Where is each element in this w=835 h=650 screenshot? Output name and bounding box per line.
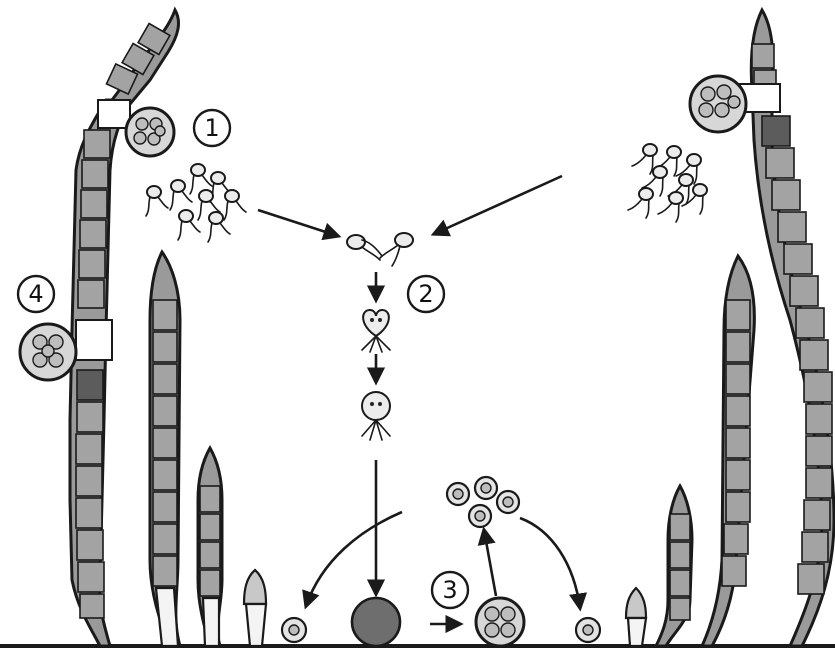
fusing-zygote	[362, 310, 390, 352]
germinating-zygote	[476, 598, 524, 646]
svg-text:2: 2	[418, 280, 433, 308]
planozygote	[362, 392, 390, 440]
settled-spore-left	[282, 618, 306, 642]
left-zoospore-cluster	[146, 164, 246, 242]
step-label-1: 1	[194, 110, 230, 146]
right-zoospore-cluster	[628, 144, 707, 222]
step-label-2: 2	[408, 276, 444, 312]
svg-text:4: 4	[28, 280, 43, 308]
left-upper-sporangium	[126, 108, 174, 156]
svg-text:3: 3	[442, 576, 457, 604]
right-short-filament	[656, 486, 692, 646]
right-medium-filament	[702, 256, 754, 646]
svg-text:1: 1	[204, 114, 219, 142]
released-spores	[447, 477, 519, 527]
right-germling	[626, 588, 646, 646]
right-tall-filament	[690, 10, 834, 646]
step-label-4: 4	[18, 276, 54, 312]
left-short-filament	[198, 448, 222, 646]
left-medium-filament	[150, 252, 180, 646]
settled-zygote	[352, 598, 400, 646]
step-label-3: 3	[432, 572, 468, 608]
left-germling	[244, 570, 266, 646]
settled-spore-right	[576, 618, 600, 642]
gamete-fusion	[347, 233, 413, 266]
cycle-arrows	[258, 176, 580, 624]
